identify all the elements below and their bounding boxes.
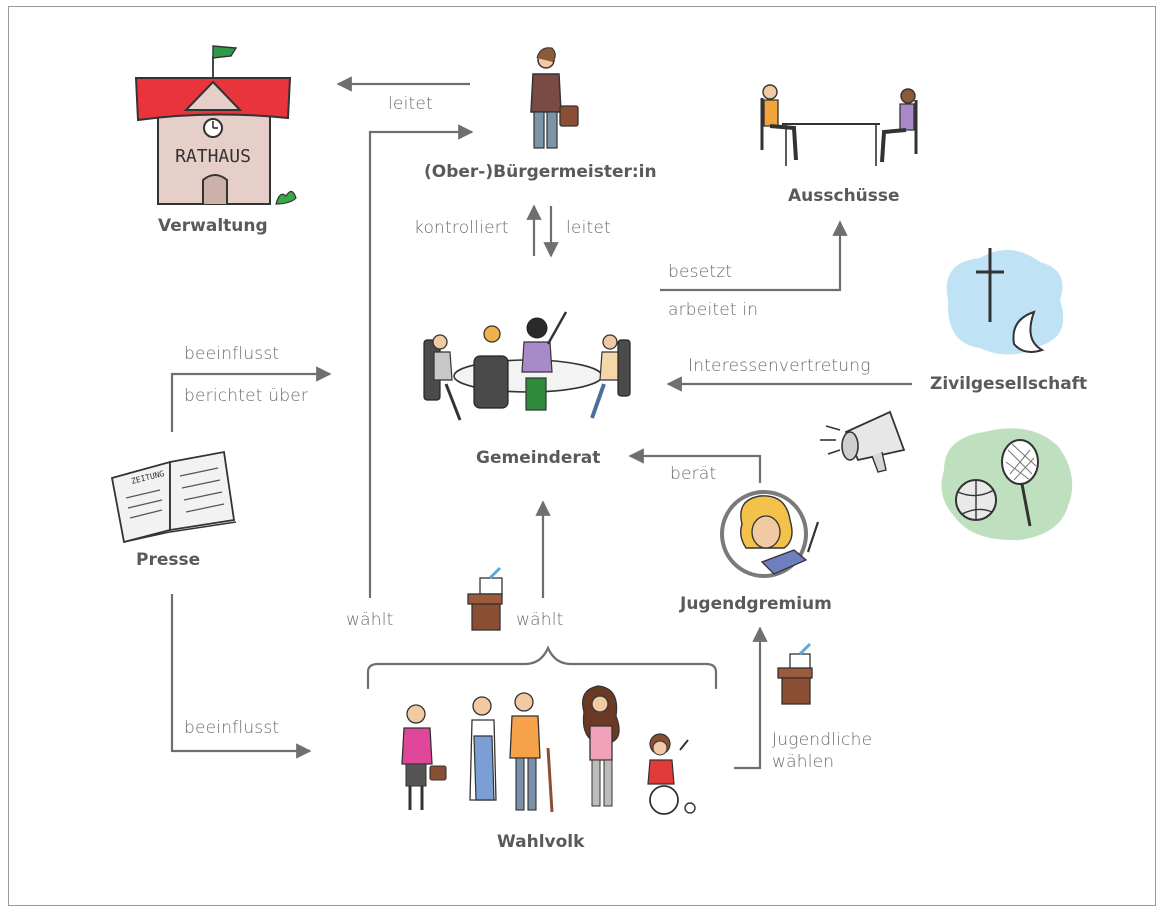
edge-beeinflusst-council: beeinflusst <box>184 344 280 364</box>
sports-icon <box>941 428 1073 541</box>
edge-arbeitet-in: arbeitet in <box>668 300 759 320</box>
node-verwaltung: Verwaltung <box>158 216 268 236</box>
arrow-youth-advises-council <box>628 448 762 483</box>
arrow-press-influences-voters <box>170 594 312 759</box>
node-presse: Presse <box>136 550 201 570</box>
arrow-council-staffs-committees <box>660 220 848 292</box>
ballot-box-icon-youth <box>777 642 813 705</box>
edge-berichtet-ueber: berichtet über <box>184 386 309 406</box>
edge-beraet: berät <box>670 464 717 484</box>
edge-jugendliche: Jugendliche <box>772 730 873 750</box>
edge-beeinflusst-voters: beeinflusst <box>184 718 280 738</box>
edge-leitet-administration: leitet <box>388 94 433 114</box>
voters-brace <box>366 645 718 690</box>
edge-kontrolliert: kontrolliert <box>414 218 509 238</box>
ballot-box-icon <box>467 566 503 631</box>
node-zivilgesellschaft: Zivilgesellschaft <box>930 374 1088 394</box>
node-wahlvolk: Wahlvolk <box>497 832 585 852</box>
arrow-voters-elect-mayor <box>368 124 474 598</box>
newspaper-icon: ZEITUNG <box>110 450 237 544</box>
youth-council-icon <box>720 490 820 578</box>
edge-waehlt-council: wählt <box>516 610 564 630</box>
voters-group-icon <box>401 685 696 815</box>
council-meeting-icon <box>423 311 631 421</box>
node-ausschuesse: Ausschüsse <box>788 186 900 206</box>
rathaus-sign: RATHAUS <box>175 146 251 167</box>
committee-icon <box>760 84 918 166</box>
cross-moon-icon <box>946 248 1064 355</box>
edge-leitet-council: leitet <box>566 218 611 238</box>
node-buergermeister: (Ober-)Bürgermeister:in <box>424 162 657 182</box>
arrow-press-influences-council <box>170 366 332 432</box>
edge-besetzt: besetzt <box>668 262 733 282</box>
edge-interessenvertretung: Interessenvertretung <box>688 356 871 376</box>
town-hall-icon: RATHAUS <box>134 45 297 205</box>
flag-icon <box>212 45 238 59</box>
node-jugendgremium: Jugendgremium <box>680 594 832 614</box>
megaphone-icon <box>820 410 906 473</box>
edge-waehlt-mayor: wählt <box>346 610 394 630</box>
mayor-icon <box>530 47 579 149</box>
node-gemeinderat: Gemeinderat <box>476 448 601 468</box>
edge-waehlen: wählen <box>772 752 835 772</box>
arrow-youth-elect-youth-council <box>734 626 768 770</box>
